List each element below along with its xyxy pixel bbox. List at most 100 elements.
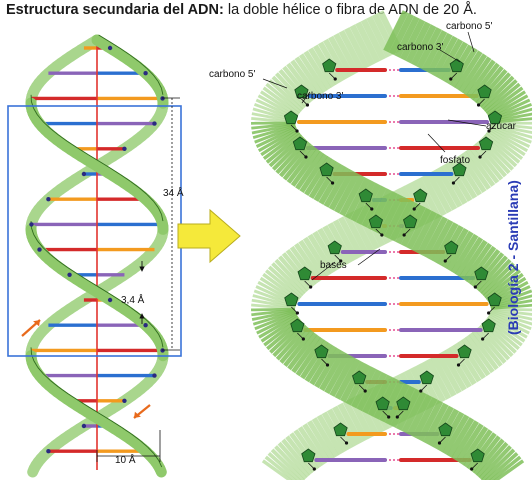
ribbon-segment bbox=[253, 289, 297, 308]
ribbon-segment bbox=[254, 125, 297, 144]
strand-segment bbox=[27, 463, 40, 478]
ribbon-segment bbox=[466, 432, 497, 471]
phosphate-dot bbox=[29, 222, 34, 227]
backbone-bond bbox=[321, 358, 328, 366]
phosphate-dot bbox=[81, 171, 87, 177]
strand-direction-arrow-up bbox=[21, 319, 41, 337]
strand-edge bbox=[152, 74, 159, 82]
ribbon-segment bbox=[304, 342, 333, 383]
ribbon-segment bbox=[309, 344, 337, 386]
ribbon-segment bbox=[487, 276, 527, 304]
ribbon-segment bbox=[308, 158, 337, 199]
ribbon-segment bbox=[285, 248, 317, 287]
ribbon-segment bbox=[271, 136, 306, 171]
ribbon-segment bbox=[362, 371, 388, 415]
strand-edge bbox=[87, 154, 100, 162]
phosphate-dot bbox=[160, 96, 165, 101]
ribbon-segment bbox=[445, 161, 473, 202]
backbone-bond bbox=[304, 280, 311, 288]
ribbon-segment bbox=[274, 258, 308, 294]
ribbon-segment bbox=[275, 325, 309, 361]
ribbon-segment bbox=[260, 129, 299, 157]
ribbon-segment bbox=[322, 38, 350, 80]
ribbon-segment bbox=[444, 347, 472, 389]
ribbon-segment bbox=[446, 230, 474, 272]
ribbon-segment bbox=[406, 207, 432, 250]
strand-edge bbox=[49, 253, 59, 262]
ribbon-segment bbox=[293, 429, 323, 469]
strand-edge bbox=[129, 54, 140, 62]
strand-edge bbox=[153, 453, 160, 461]
ribbon-segment bbox=[489, 102, 532, 122]
source-credit: (Biología 2 - Santillana) bbox=[505, 180, 521, 335]
ribbon-segment bbox=[426, 171, 452, 214]
ribbon-segment bbox=[490, 107, 532, 123]
ribbon-segment bbox=[450, 233, 479, 275]
ribbon-segment bbox=[272, 323, 307, 358]
sugar-pentagon bbox=[284, 292, 299, 307]
ribbon-segment bbox=[473, 438, 505, 476]
backbone-bond bbox=[475, 280, 482, 288]
sugar-pentagon bbox=[301, 448, 316, 463]
ribbon-segment bbox=[470, 435, 501, 473]
strand-edge bbox=[109, 41, 121, 49]
ribbon-segment bbox=[411, 210, 438, 253]
sugar-pentagon bbox=[294, 84, 309, 99]
ribbon-segment bbox=[484, 452, 519, 480]
sugar-pentagon bbox=[413, 188, 428, 203]
strand-edge bbox=[157, 81, 162, 89]
ribbon-segment bbox=[258, 313, 298, 339]
ribbon-segment bbox=[410, 24, 437, 67]
ribbon-segment bbox=[480, 262, 515, 296]
ribbon-segment bbox=[474, 327, 507, 364]
ribbon-segment bbox=[426, 32, 453, 75]
strand-edge bbox=[147, 320, 155, 328]
backbone-bond bbox=[420, 384, 428, 392]
ribbon-segment bbox=[388, 13, 415, 56]
sugar-pentagon bbox=[297, 266, 312, 281]
ribbon-segment bbox=[266, 318, 302, 351]
sugar-pentagon bbox=[487, 110, 503, 125]
sugar-pentagon bbox=[478, 136, 494, 151]
ribbon-segment bbox=[343, 213, 370, 256]
strand-edge bbox=[158, 460, 163, 468]
ribbon-segment bbox=[489, 98, 531, 120]
label-bases: bases bbox=[320, 260, 347, 271]
ribbon-segment bbox=[459, 426, 489, 466]
ribbon-segment bbox=[251, 309, 296, 321]
sugar-pentagon bbox=[290, 318, 305, 333]
ribbon-segment bbox=[482, 79, 518, 112]
strand-edge bbox=[77, 147, 89, 156]
strand-edge bbox=[30, 101, 34, 109]
ribbon-segment bbox=[298, 53, 328, 93]
ribbon-segment bbox=[472, 252, 505, 290]
sugar-pentagon bbox=[292, 136, 308, 151]
ribbon-segment bbox=[461, 150, 491, 190]
strand-edge bbox=[57, 134, 68, 142]
sugar-pentagon bbox=[403, 214, 418, 229]
label-carbono3-top: carbono 3' bbox=[397, 42, 443, 53]
ribbon-segment bbox=[269, 320, 304, 354]
ribbon-segment bbox=[487, 129, 526, 157]
ribbon-segment bbox=[281, 252, 314, 290]
sugar-pentagon bbox=[322, 58, 337, 73]
ribbon-segment bbox=[274, 72, 308, 108]
ribbon-segment bbox=[478, 258, 512, 294]
ribbon-segment bbox=[306, 420, 335, 461]
ribbon-segment bbox=[334, 358, 361, 400]
label-carbono3-left: carbono 3' bbox=[297, 91, 343, 102]
strand-edge bbox=[49, 127, 59, 136]
phosphate-dot bbox=[37, 247, 42, 252]
ribbon-segment bbox=[488, 313, 528, 339]
ribbon-segment bbox=[463, 429, 493, 469]
ribbon-segment bbox=[431, 169, 458, 211]
ribbon-segment bbox=[348, 210, 375, 253]
ribbon-segment bbox=[255, 126, 297, 148]
ribbon-segment bbox=[478, 72, 512, 108]
ribbon-segment bbox=[436, 38, 464, 80]
ribbon-segment bbox=[267, 265, 304, 298]
ribbon-segment bbox=[484, 82, 521, 114]
strand-edge bbox=[98, 160, 111, 169]
ribbon-segment bbox=[458, 153, 487, 194]
sugar-pentagon bbox=[419, 370, 434, 385]
